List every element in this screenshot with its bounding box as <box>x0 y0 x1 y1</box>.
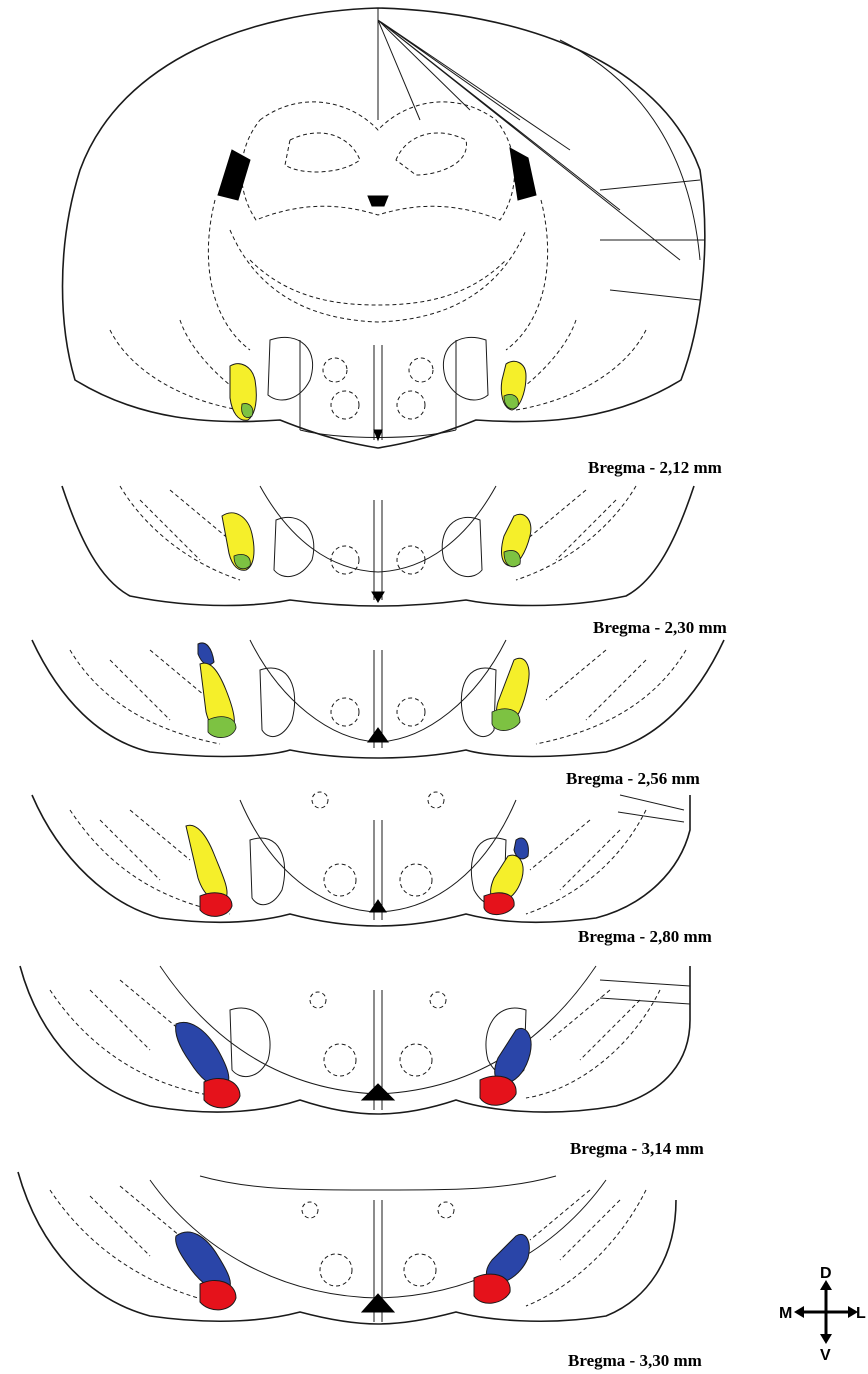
orientation-dorsal-label: D <box>820 1265 832 1282</box>
section-6-right-red <box>474 1274 510 1303</box>
section-3-label: Bregma - 2,56 mm <box>566 769 700 788</box>
section-4-left-red <box>200 893 232 917</box>
section-4-right-red <box>484 893 514 915</box>
section-1-label: Bregma - 2,12 mm <box>588 458 722 477</box>
orientation-medial-label: M <box>779 1305 792 1322</box>
section-5-left-red <box>204 1078 240 1107</box>
section-3-left-green <box>208 717 236 738</box>
section-1: Bregma - 2,12 mm <box>63 8 722 477</box>
section-4: Bregma - 2,80 mm <box>32 792 712 946</box>
orientation-lateral-label: L <box>856 1305 866 1322</box>
section-6-label: Bregma - 3,30 mm <box>568 1351 702 1370</box>
section-3-left-blue <box>198 643 214 665</box>
section-5-label: Bregma - 3,14 mm <box>570 1139 704 1158</box>
section-6: Bregma - 3,30 mm <box>18 1172 702 1370</box>
orientation-ventral-label: V <box>820 1347 831 1364</box>
section-5: Bregma - 3,14 mm <box>20 966 704 1158</box>
section-2-label: Bregma - 2,30 mm <box>593 618 727 637</box>
orientation-cross-icon: D V M L <box>779 1265 866 1364</box>
section-5-left-blue <box>176 1022 229 1086</box>
section-2: Bregma - 2,30 mm <box>62 486 727 637</box>
section-3: Bregma - 2,56 mm <box>32 640 724 788</box>
section-5-right-blue <box>495 1028 531 1084</box>
section-4-left-yellow <box>186 825 227 900</box>
section-5-right-red <box>480 1076 516 1105</box>
section-4-label: Bregma - 2,80 mm <box>578 927 712 946</box>
section-3-right-green <box>492 709 520 731</box>
